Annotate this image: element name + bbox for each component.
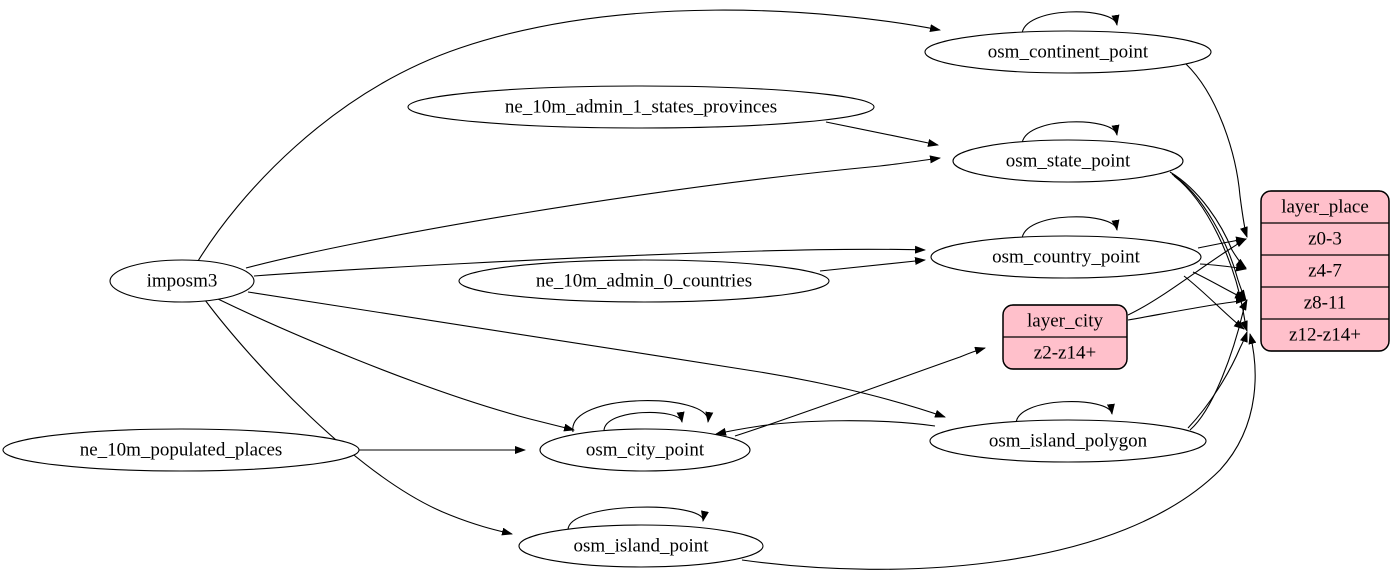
edge-osm_country_point-to-layer_place-z4-7 — [1199, 263, 1247, 272]
edge-osm_state_point-self-loop — [1021, 121, 1120, 146]
node-label-osm_continent_point: osm_continent_point — [988, 41, 1149, 62]
table-layer_place[interactable]: layer_place z0-3 z4-7 z8-11 z12-z14+ — [1260, 190, 1390, 352]
node-label-osm_city_point: osm_city_point — [586, 439, 705, 460]
node-label-ne_10m_admin_0_countries: ne_10m_admin_0_countries — [536, 270, 752, 291]
node-ne_10m_admin_1_states_provinces[interactable]: ne_10m_admin_1_states_provinces — [407, 85, 875, 129]
table-layer_city[interactable]: layer_city z2-z14+ — [1002, 304, 1128, 370]
table-layer: layer_place z0-3 z4-7 z8-11 z12-z14+ lay… — [1002, 190, 1390, 370]
edge-osm_continent_point-to-layer_place-z0-3 — [1185, 63, 1248, 238]
table-row-layer_place-z0-3[interactable]: z0-3 — [1308, 228, 1342, 249]
edge-osm_island_point-self-loop — [567, 506, 709, 532]
table-row-layer_place-z4-7[interactable]: z4-7 — [1308, 260, 1342, 281]
edge-layer — [197, 9, 1257, 570]
edge-osm_country_point-self-loop — [1021, 216, 1120, 241]
table-header-layer_place: layer_place — [1281, 196, 1369, 217]
node-label-osm_state_point: osm_state_point — [1006, 150, 1131, 171]
node-label-osm_country_point: osm_country_point — [992, 246, 1140, 267]
edge-ne_10m_admin_0_countries-to-osm_country_point — [819, 257, 926, 272]
node-osm_island_polygon[interactable]: osm_island_polygon — [929, 419, 1207, 463]
node-osm_country_point[interactable]: osm_country_point — [930, 235, 1202, 279]
node-label-ne_10m_populated_places: ne_10m_populated_places — [80, 439, 283, 460]
node-label-imposm3: imposm3 — [147, 270, 218, 291]
edge-layer_city-to-layer_place-z0-3 — [1127, 238, 1247, 316]
edge-osm_island_polygon-to-layer_place-z12-z14+ — [1187, 331, 1248, 429]
node-layer: imposm3 ne_10m_admin_1_states_provinces … — [2, 30, 1212, 568]
node-ne_10m_populated_places[interactable]: ne_10m_populated_places — [2, 428, 360, 472]
edge-imposm3-to-osm_state_point — [245, 155, 941, 269]
edge-osm_island_polygon-to-osm_city_point — [715, 420, 936, 436]
edge-imposm3-to-osm_city_point — [217, 298, 575, 432]
node-imposm3[interactable]: imposm3 — [109, 259, 255, 303]
edge-osm_island_point-to-layer_place-z12-z14+ — [741, 333, 1257, 570]
edge-imposm3-to-osm_island_point — [204, 299, 513, 536]
edge-osm_city_point-self-loop-outer — [572, 400, 714, 433]
node-osm_city_point[interactable]: osm_city_point — [539, 428, 751, 472]
edge-osm_city_point-to-layer_city-z2-z14+ — [734, 346, 986, 437]
node-ne_10m_admin_0_countries[interactable]: ne_10m_admin_0_countries — [458, 259, 830, 303]
node-label-osm_island_polygon: osm_island_polygon — [989, 430, 1148, 451]
node-label-ne_10m_admin_1_states_provinces: ne_10m_admin_1_states_provinces — [505, 96, 777, 117]
edge-ne_10m_admin_1_states_provinces-to-osm_state_point — [825, 121, 939, 147]
edge-imposm3-to-osm_island_polygon — [247, 291, 946, 418]
edge-imposm3-to-osm_continent_point — [197, 9, 941, 262]
edge-osm_island_polygon-to-layer_place-z8-11 — [1189, 299, 1248, 431]
table-header-layer_city: layer_city — [1027, 310, 1103, 331]
node-osm_island_point[interactable]: osm_island_point — [518, 524, 764, 568]
edge-osm_city_point-self-loop-inner — [603, 411, 685, 432]
edge-imposm3-to-osm_country_point — [253, 245, 926, 277]
table-row-layer_place-z8-11[interactable]: z8-11 — [1304, 292, 1347, 313]
edge-osm_country_point-to-layer_place-z12-z14+ — [1183, 275, 1245, 330]
edge-layer_city-to-layer_place-z8-11 — [1127, 296, 1247, 321]
edge-osm_island_polygon-self-loop — [1015, 401, 1115, 425]
node-osm_state_point[interactable]: osm_state_point — [952, 139, 1184, 183]
node-label-osm_island_point: osm_island_point — [573, 535, 709, 556]
node-osm_continent_point[interactable]: osm_continent_point — [924, 30, 1212, 74]
edge-osm_continent_point-self-loop — [1021, 11, 1120, 36]
table-row-layer_place-z12-z14plus[interactable]: z12-z14+ — [1289, 324, 1361, 345]
table-row-layer_city-z2-z14plus[interactable]: z2-z14+ — [1034, 342, 1096, 363]
